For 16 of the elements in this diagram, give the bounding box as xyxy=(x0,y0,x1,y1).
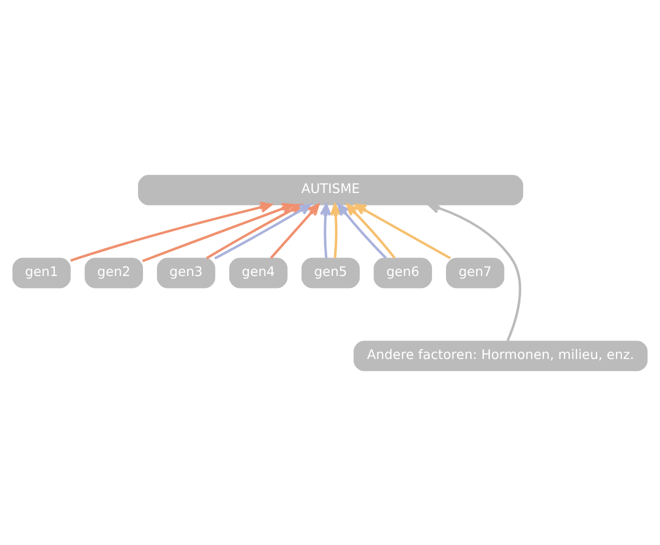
node-box: gen4 xyxy=(229,257,288,288)
node-box: gen7 xyxy=(446,257,504,288)
arrow xyxy=(346,203,396,258)
node-box: AUTISME xyxy=(138,174,524,205)
node-box: gen2 xyxy=(84,257,143,288)
arrow xyxy=(354,203,451,259)
node-box: Andere factoren: Hormonen, milieu, enz. xyxy=(354,340,648,371)
arrow xyxy=(320,203,332,258)
arrow xyxy=(428,202,522,341)
node-box: gen1 xyxy=(12,257,71,288)
node-box: gen6 xyxy=(374,257,432,288)
node-box: gen5 xyxy=(301,257,360,288)
arrow xyxy=(70,201,272,262)
node-box: gen3 xyxy=(156,257,216,288)
arrow xyxy=(330,203,342,258)
arrow xyxy=(338,203,387,258)
